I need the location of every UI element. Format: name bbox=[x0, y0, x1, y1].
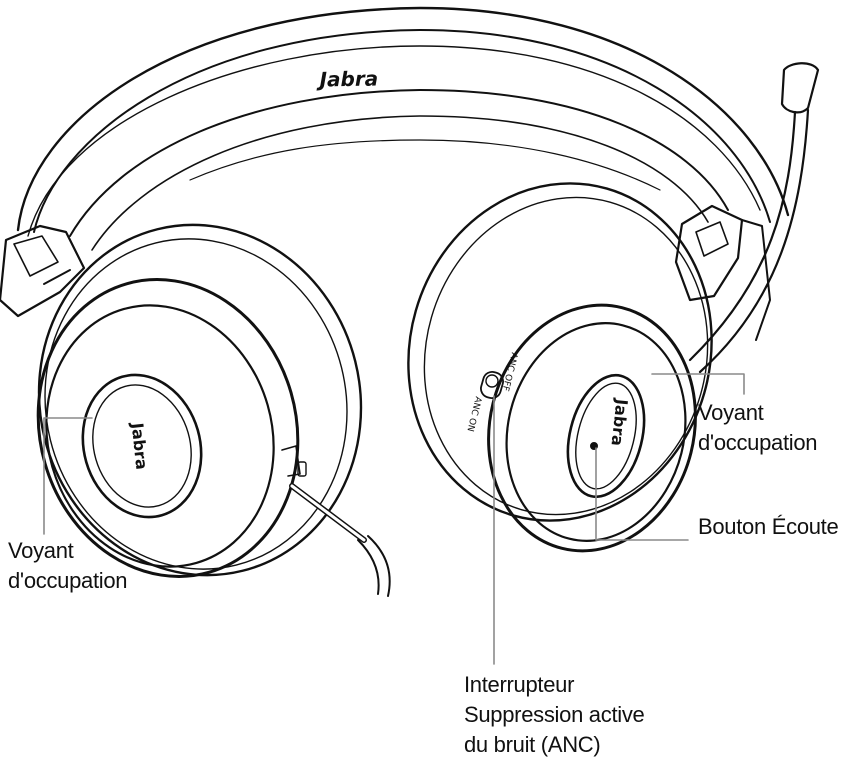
callout-text: Suppression active bbox=[464, 700, 644, 730]
callout-text: d'occupation bbox=[698, 428, 817, 458]
callout-text: d'occupation bbox=[8, 566, 127, 596]
headband-logo: Jabra bbox=[315, 66, 378, 91]
callout-anc-switch: Interrupteur Suppression active du bruit… bbox=[464, 670, 644, 760]
leader-lines bbox=[44, 374, 744, 664]
microphone-boom bbox=[690, 63, 818, 372]
callout-busy-light-left: Voyant d'occupation bbox=[8, 536, 127, 596]
anc-off-label: ANC OFF bbox=[500, 351, 519, 392]
headband bbox=[18, 8, 788, 250]
callout-text: Voyant bbox=[698, 398, 817, 428]
right-earcup-logo: Jabra bbox=[608, 397, 632, 447]
callout-text: Voyant bbox=[8, 536, 127, 566]
anc-on-label: ANC ON bbox=[464, 395, 482, 432]
left-earcup-logo: Jabra bbox=[128, 421, 152, 471]
callout-text: Bouton Écoute bbox=[698, 512, 838, 542]
callout-text: du bruit (ANC) bbox=[464, 730, 644, 760]
callout-listen-button: Bouton Écoute bbox=[698, 512, 838, 542]
callout-text: Interrupteur bbox=[464, 670, 644, 700]
left-yoke bbox=[0, 226, 84, 316]
right-earcup: Jabra ANC OFF ANC ON bbox=[369, 147, 751, 573]
leader-busy-light-right bbox=[652, 374, 744, 394]
callout-busy-light-right: Voyant d'occupation bbox=[698, 398, 817, 458]
